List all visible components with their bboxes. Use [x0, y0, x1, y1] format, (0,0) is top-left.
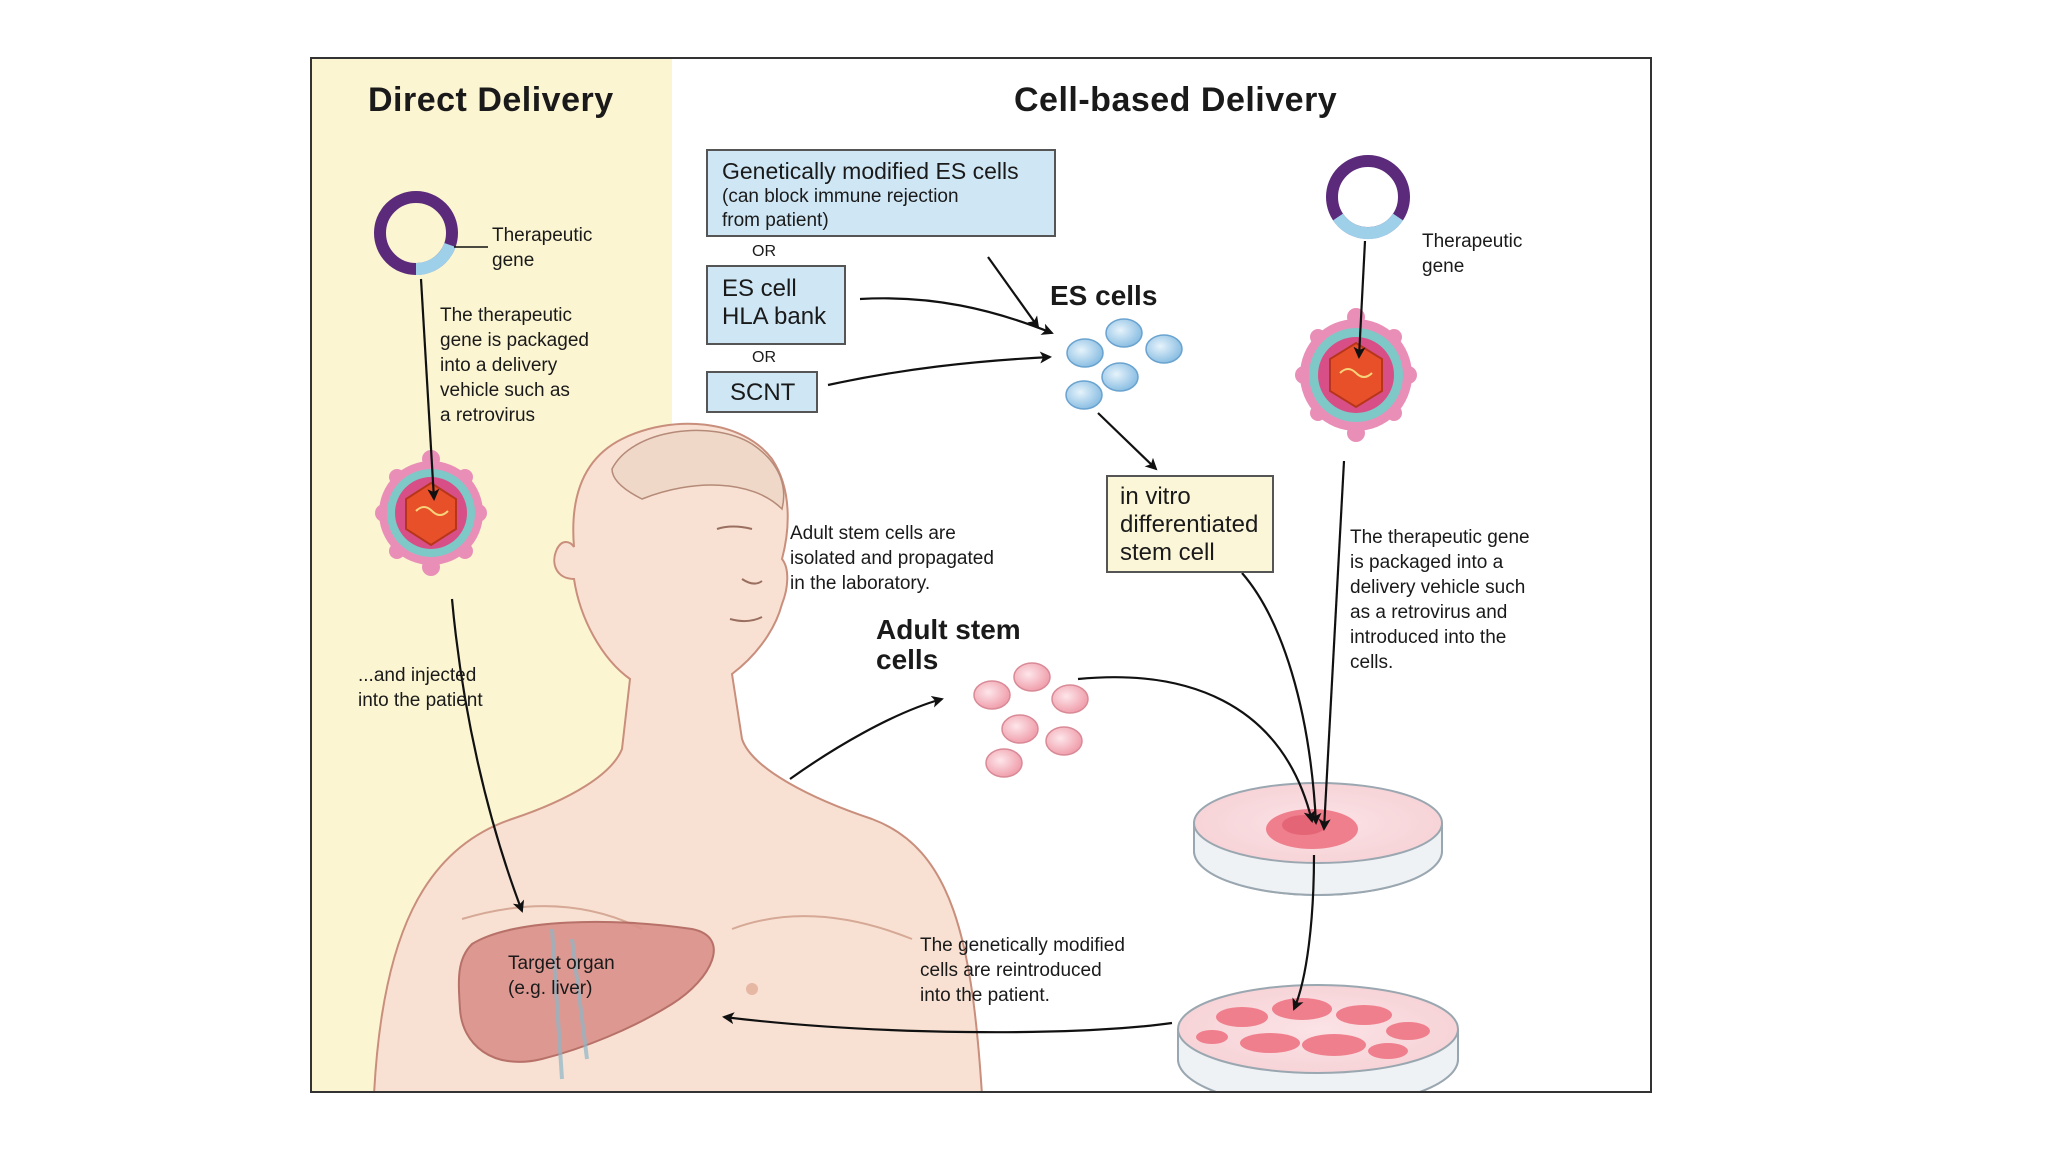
arrow-dish-to-liver: [722, 1012, 1173, 1034]
heading-cell-based-delivery: Cell-based Delivery: [1014, 81, 1338, 119]
in-vitro-text: in vitro differentiated stem cell: [1120, 483, 1259, 566]
arrow-dish-to-dish: [1292, 854, 1316, 1011]
arrow-virus-to-dish: [1318, 460, 1346, 831]
box-es-hla-bank: ES cell HLA bank: [706, 265, 846, 345]
label-reintroduced: The genetically modified cells are reint…: [920, 935, 1125, 1006]
liver-illustration: [457, 920, 715, 1080]
plasmid-left: [374, 191, 488, 276]
label-or-1: OR: [752, 243, 776, 260]
scnt-text: SCNT: [730, 379, 796, 406]
modified-es-subtitle: (can block immune rejection from patient…: [722, 186, 959, 231]
diagram-frame: Direct Delivery Cell-based Delivery Ther…: [310, 57, 1652, 1093]
arrow-es-to-invitro: [1097, 412, 1158, 471]
arrow-modified-to-es: [987, 256, 1040, 329]
label-adult-isolation: Adult stem cells are isolated and propag…: [790, 523, 994, 594]
flow-arrows: [419, 240, 1367, 1034]
label-injected: ...and injected into the patient: [358, 665, 483, 711]
petri-dish-culture: [1193, 782, 1443, 896]
label-or-2: OR: [752, 349, 776, 366]
box-in-vitro-stem-cell: in vitro differentiated stem cell: [1106, 475, 1274, 573]
arrow-plasmid-to-virus-right: [1353, 240, 1367, 359]
label-es-cells: ES cells: [1050, 280, 1158, 311]
label-packaging-right: The therapeutic gene is packaged into a …: [1350, 527, 1530, 673]
label-packaging-left: The therapeutic gene is packaged into a …: [440, 305, 589, 426]
arrow-scnt-to-es: [827, 351, 1052, 387]
heading-direct-delivery: Direct Delivery: [368, 81, 614, 119]
label-target-organ: Target organ (e.g. liver): [508, 953, 615, 999]
arrow-inject-to-liver: [450, 598, 525, 913]
diagram-artwork: [373, 155, 1459, 1091]
petri-dish-modified: [1177, 984, 1459, 1091]
es-cells-cluster: [1065, 318, 1183, 410]
arrow-hla-to-es: [859, 297, 1054, 335]
arrow-patient-to-adult: [789, 695, 944, 780]
label-therapeutic-gene-left: Therapeutic gene: [492, 225, 593, 271]
retrovirus-right: [1295, 308, 1417, 442]
arrow-adult-to-dish: [1077, 676, 1316, 823]
es-hla-bank-text: ES cell HLA bank: [722, 275, 827, 330]
retrovirus-left: [375, 450, 487, 576]
patient-figure: [373, 422, 983, 1091]
label-adult-stem-cells: Adult stem cells: [876, 614, 1021, 675]
arrow-invitro-to-dish: [1241, 572, 1322, 825]
adult-stem-cells-cluster: [973, 662, 1089, 778]
plasmid-right: [1326, 155, 1410, 240]
arrow-plasmid-to-virus-left: [419, 278, 440, 501]
label-therapeutic-gene-right: Therapeutic gene: [1422, 231, 1523, 277]
modified-es-title: Genetically modified ES cells: [722, 158, 1019, 184]
box-scnt: SCNT: [706, 371, 818, 413]
box-modified-es-cells: Genetically modified ES cells (can block…: [706, 149, 1056, 237]
